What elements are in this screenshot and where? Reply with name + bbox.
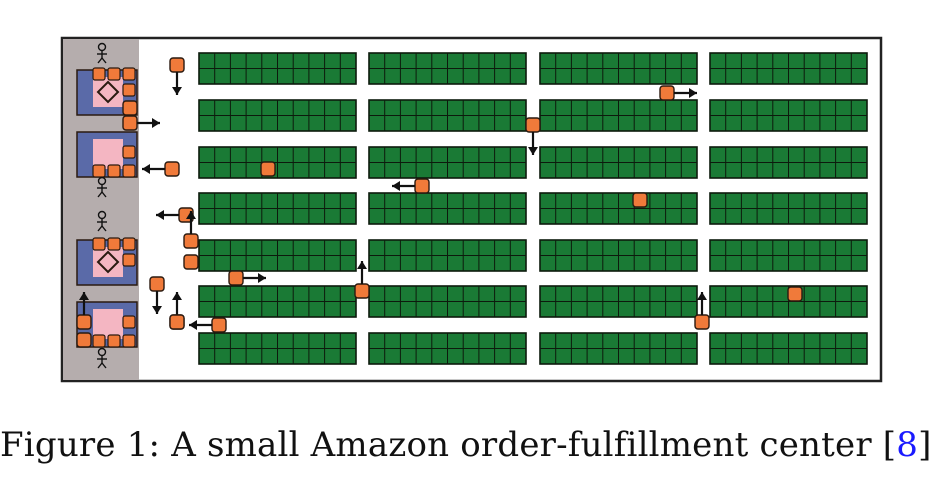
shelf-pod-icon	[368, 146, 527, 179]
caption-text: Figure 1: A small Amazon order-fulfillme…	[0, 425, 897, 465]
warehouse-diagram	[60, 36, 883, 383]
shelf-pod-icon	[539, 192, 698, 225]
shelf-pod-icon	[198, 285, 357, 318]
robot-icon	[76, 332, 92, 348]
arrow-icon	[528, 132, 538, 155]
arrow-icon	[142, 164, 165, 174]
robot-icon	[392, 178, 430, 194]
robot-icon	[183, 254, 199, 270]
workers	[97, 42, 107, 369]
worker-icon	[97, 347, 107, 369]
robot-icon	[354, 261, 370, 299]
shelf-pod-icon	[539, 332, 698, 365]
arrow-icon	[137, 118, 160, 128]
shelf-pod-icon	[368, 52, 527, 85]
robot-icon	[525, 117, 541, 155]
robot-icon	[122, 100, 138, 116]
station-icon	[76, 67, 138, 116]
shelf-pod-icon	[709, 332, 868, 365]
shelf-pod-icon	[368, 285, 527, 318]
robot-icon	[142, 161, 180, 177]
worker-icon	[97, 176, 107, 198]
shelf-pod-icon	[198, 146, 357, 179]
robot-icon	[169, 57, 185, 95]
shelf-pod-icon	[198, 52, 357, 85]
citation-link[interactable]: 8	[896, 425, 919, 465]
robot-icon	[189, 317, 227, 333]
shelf-pod-icon	[368, 99, 527, 132]
shelf-pod-icon	[709, 192, 868, 225]
shelf-pod-icon	[709, 146, 868, 179]
figure-caption: Figure 1: A small Amazon order-fulfillme…	[0, 425, 933, 465]
robot-icon	[659, 85, 697, 101]
shelf-pod-icon	[539, 52, 698, 85]
shelf-pod-icon	[539, 239, 698, 272]
worker-icon	[97, 42, 107, 64]
robot-icon	[169, 314, 185, 330]
shelf-pod-icon	[198, 192, 357, 225]
robot-icon	[122, 115, 160, 131]
arrow-icon	[189, 320, 212, 330]
shelf-pod-icon	[368, 192, 527, 225]
robot-icon	[76, 292, 92, 330]
shelf-pod-icon	[539, 285, 698, 318]
shelf-pod-icon	[539, 146, 698, 179]
shelf-pod-icon	[368, 332, 527, 365]
arrow-icon	[697, 292, 707, 315]
robot-icon	[632, 192, 648, 208]
worker-icon	[97, 210, 107, 232]
robot-icon	[149, 276, 165, 314]
arrow-icon	[79, 292, 89, 315]
arrow-icon	[674, 88, 697, 98]
arrow-icon	[186, 211, 196, 234]
shelf-pod-icon	[709, 52, 868, 85]
shelf-grid	[198, 52, 868, 365]
arrow-icon	[357, 261, 367, 284]
shelf-pod-icon	[368, 239, 527, 272]
arrow-icon	[156, 210, 179, 220]
shelf-pod-icon	[709, 99, 868, 132]
robot-icon	[787, 286, 803, 302]
caption-end: ].	[918, 425, 933, 465]
shelf-pod-icon	[709, 239, 868, 272]
robot-icon	[694, 292, 710, 330]
station-icon	[76, 237, 138, 286]
shelf-pod-icon	[198, 99, 357, 132]
shelf-pod-icon	[198, 332, 357, 365]
robot-icon	[260, 161, 276, 177]
station-icon	[76, 131, 138, 178]
arrow-icon	[243, 273, 266, 283]
shelf-pod-icon	[539, 99, 698, 132]
arrow-icon	[172, 292, 182, 315]
picking-stations	[76, 67, 138, 348]
station-icon	[76, 301, 138, 348]
arrow-icon	[172, 72, 182, 95]
robot-icon	[183, 211, 199, 249]
shelf-pod-icon	[198, 239, 357, 272]
robot-icon	[228, 270, 266, 286]
robots	[76, 57, 803, 348]
arrow-icon	[152, 291, 162, 314]
arrow-icon	[392, 181, 415, 191]
